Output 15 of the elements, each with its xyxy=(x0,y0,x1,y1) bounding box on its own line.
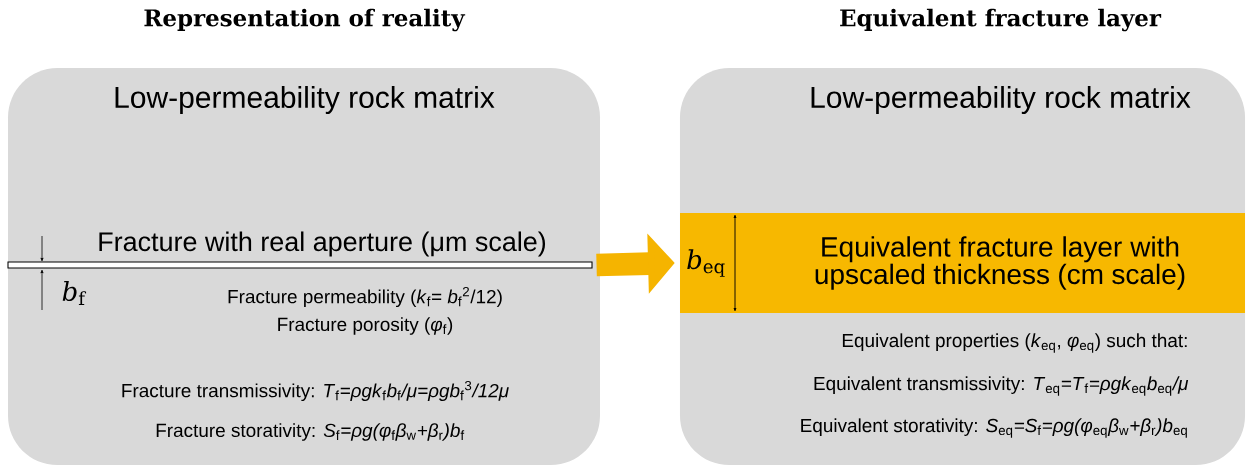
property-text: Equivalent properties (k$_{eq}$, φ$_{eq}$) such that: xyxy=(842,333,1187,353)
panel-heading: Representation of reality xyxy=(144,8,466,32)
property-text: Fracture storativity: S$_{f}$=ρg(φ$_{f}$β$_{w}$+β$_{r}$)b$_{f}$ xyxy=(156,423,465,441)
panel-title: Low-permeability rock matrix xyxy=(811,86,1191,114)
panel-title: Low-permeability rock matrix xyxy=(115,86,495,114)
panel-heading: Equivalent fracture layer xyxy=(840,8,1162,32)
dimension-label: b$_{eq}$ xyxy=(687,249,725,277)
dimension-label: b$_{f}$ xyxy=(62,281,87,306)
property-text: Fracture permeability (k$_{f}$= b$_{f}$$^{2}$/12) xyxy=(228,286,502,308)
layer-label: Equivalent fracture layer with upscaled thickness (cm scale) xyxy=(815,236,1185,290)
property-text: Equivalent transmissivity: T$_{eq}$=T$_{f}$=ρgk$_{eq}$b$_{eq}$/μ xyxy=(814,376,1189,396)
property-text: Equivalent storativity: S$_{eq}$=S$_{f}$=ρg(φ$_{eq}$β$_{w}$+β$_{r}$)b$_{eq}$ xyxy=(801,418,1187,438)
property-text: Fracture transmissivity: T$_{f}$=ρgk$_{f}$b$_{f}$/μ=ρgb$_{f}$$^{3}$/12μ xyxy=(122,380,509,402)
fracture-label: Fracture with real aperture (μm scale) xyxy=(99,231,546,257)
property-text: Fracture porosity (φ$_{f}$) xyxy=(278,317,453,335)
